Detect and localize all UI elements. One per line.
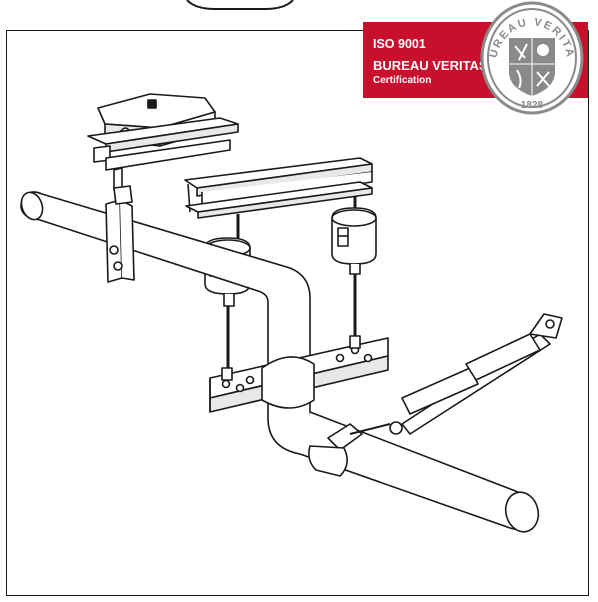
clamp-icon <box>209 335 389 413</box>
spring-hanger-icon <box>87 93 239 200</box>
certification-label: Certification <box>373 75 432 86</box>
content-frame <box>6 30 589 596</box>
company-name: BUREAU VERITAS <box>373 58 488 73</box>
spring-hanger-icon <box>331 207 377 275</box>
top-tab-remnant <box>186 0 294 10</box>
pipe-hanger-illustration <box>20 93 563 533</box>
iso-standard-label: ISO 9001 <box>373 37 426 51</box>
snubber-icon <box>308 313 563 477</box>
beam-icon <box>184 157 373 219</box>
seal-year: 1828 <box>521 100 544 111</box>
clamp-icon <box>105 185 135 283</box>
bureau-veritas-seal-icon: BUREAU VERITAS 1828 <box>479 0 584 115</box>
